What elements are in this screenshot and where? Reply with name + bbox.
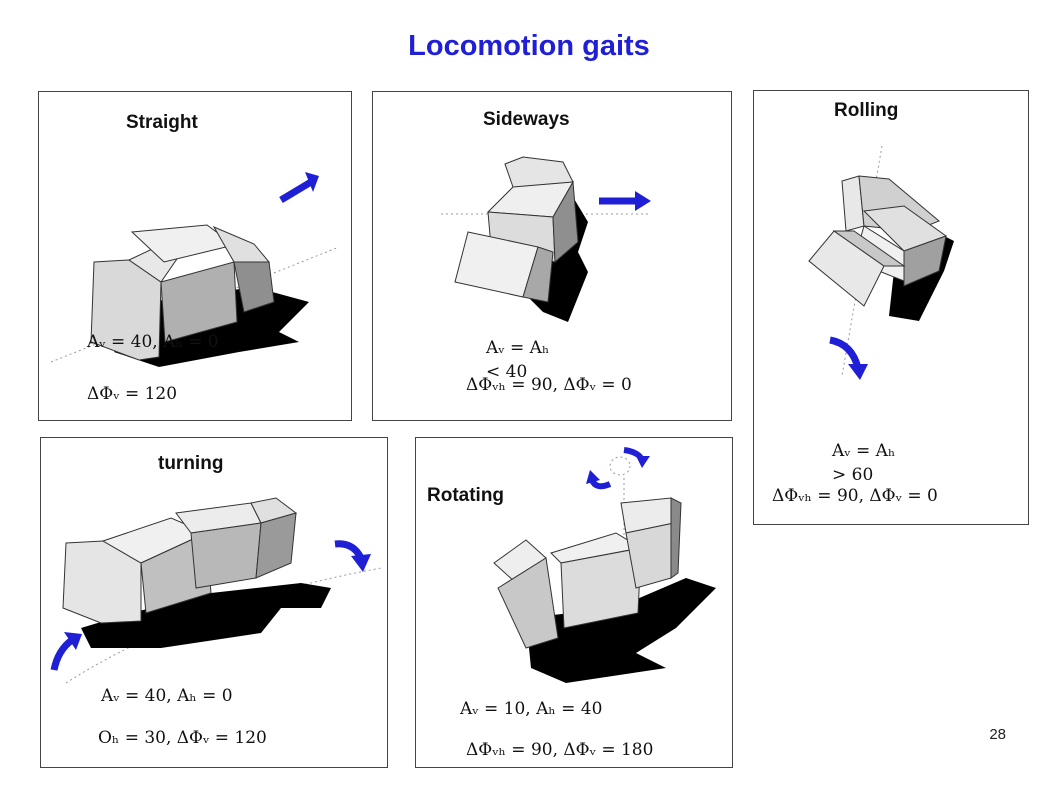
rotate-arrow-icon	[586, 447, 650, 490]
straight-phase-equation: ΔΦᵥ = 120	[87, 384, 178, 404]
panel-rolling: Rolling Aᵥ = Aₕ > 60 ΔΦᵥₕ = 90, ΔΦᵥ = 0	[753, 90, 1029, 525]
panel-rotating-title: Rotating	[427, 485, 505, 506]
panel-rotating: Rotating Aᵥ = 10, Aₕ = 40 ΔΦᵥₕ = 90, ΔΦᵥ…	[415, 437, 733, 768]
panel-straight-title: Straight	[126, 112, 198, 133]
panel-rolling-title: Rolling	[834, 100, 899, 121]
straight-amplitude-equation: Aᵥ = 40, Aₕ = 0	[87, 332, 219, 352]
panel-turning-title: turning	[158, 453, 224, 474]
turning-amplitude-equation: Aᵥ = 40, Aₕ = 0	[101, 686, 233, 706]
sideways-amplitude-condition: < 40	[486, 362, 528, 382]
page-number: 28	[989, 726, 1006, 743]
panel-straight: Straight Aᵥ = 40, Aₕ = 0 ΔΦᵥ = 120	[38, 91, 352, 421]
turn-arrow-right-icon	[334, 540, 371, 572]
rolling-robot-illustration	[808, 145, 954, 377]
rotating-phase-equation: ΔΦᵥₕ = 90, ΔΦᵥ = 180	[466, 740, 654, 760]
rolling-amplitude-condition: > 60	[832, 465, 874, 485]
rolling-amplitude-equation: Aᵥ = Aₕ	[832, 441, 896, 461]
turning-robot-illustration	[62, 497, 382, 684]
slide-title: Locomotion gaits	[408, 30, 650, 62]
panel-sideways-title: Sideways	[483, 109, 570, 130]
sideways-phase-equation: ΔΦᵥₕ = 90, ΔΦᵥ = 0	[466, 375, 632, 395]
sideways-robot-illustration	[441, 156, 651, 322]
forward-arrow-icon	[279, 172, 319, 204]
rolling-phase-equation: ΔΦᵥₕ = 90, ΔΦᵥ = 0	[772, 486, 938, 506]
rotating-robot-illustration	[493, 478, 716, 683]
roll-arrow-icon	[829, 336, 868, 380]
panel-sideways: Sideways Aᵥ = Aₕ < 40 ΔΦᵥₕ = 90, ΔΦᵥ = 0	[372, 91, 732, 421]
panel-turning: turning Aᵥ = 40, Aₕ = 0 Oₕ = 30, ΔΦᵥ = 1…	[40, 437, 388, 768]
sideways-arrow-icon	[599, 191, 651, 211]
turning-offset-phase-equation: Oₕ = 30, ΔΦᵥ = 120	[98, 728, 267, 748]
turn-arrow-left-icon	[50, 632, 82, 671]
straight-robot-illustration	[50, 224, 340, 367]
sideways-amplitude-equation: Aᵥ = Aₕ	[486, 338, 550, 358]
rotating-amplitude-equation: Aᵥ = 10, Aₕ = 40	[460, 699, 603, 719]
